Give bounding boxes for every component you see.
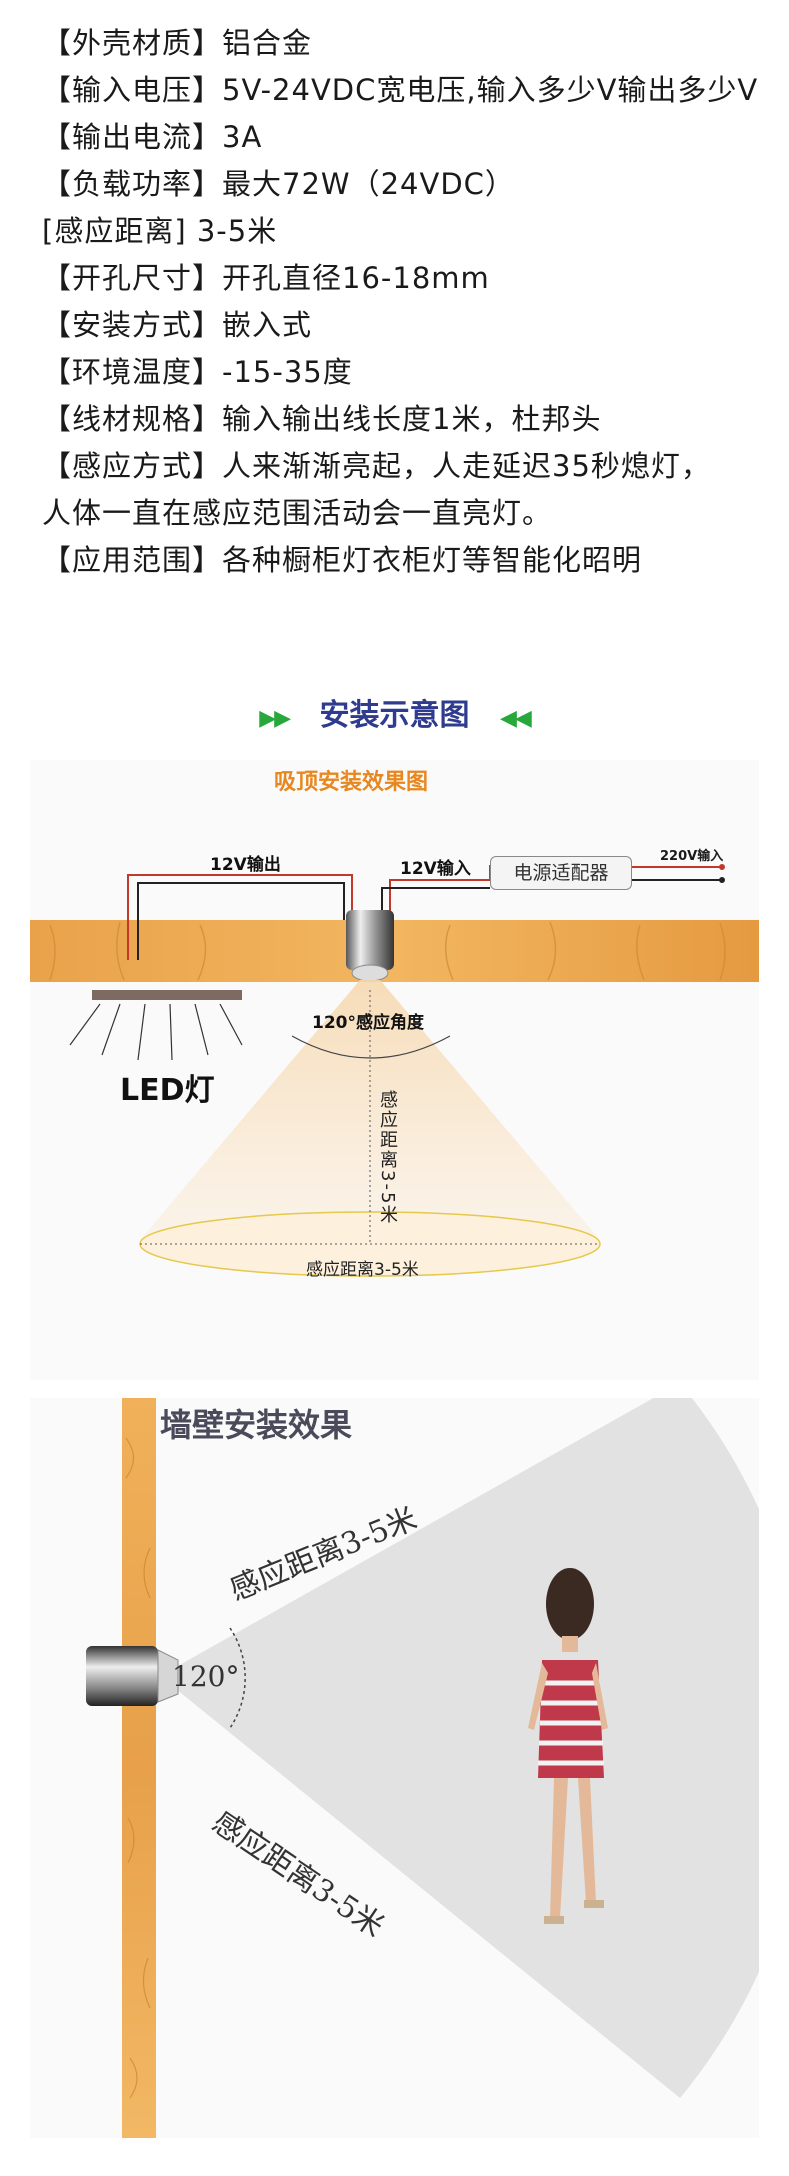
led-strip (92, 990, 242, 1000)
spec-install: 【安装方式】嵌入式 (42, 308, 313, 342)
sensor-body (346, 910, 394, 970)
arrow-right-icon: ▶▶ (259, 706, 291, 731)
arrow-left-icon: ◀◀ (499, 706, 532, 731)
ceiling-diagram: 吸顶安装效果图 12V输出 12V输入 电源适配器 220V输入 120°感应角… (30, 760, 759, 1380)
section-title: ▶▶ 安装示意图 ◀◀ (0, 690, 789, 734)
spec-material: 【外壳材质】铝合金 (42, 26, 313, 60)
wall-angle: 120° (172, 1660, 240, 1693)
angle-label: 120°感应角度 (312, 1013, 424, 1033)
distance-vertical: 感应距离3-5米 (377, 1090, 398, 1226)
wood-wall (122, 1398, 156, 2138)
spec-output-current: 【输出电流】3A (42, 120, 263, 154)
spec-input-voltage: 【输入电压】5V-24VDC宽电压,输入多少V输出多少V (42, 73, 759, 107)
spec-temperature: 【环境温度】-15-35度 (42, 355, 353, 389)
spec-hole-size: 【开孔尺寸】开孔直径16-18mm (42, 261, 490, 295)
distance-floor: 感应距离3-5米 (306, 1260, 419, 1280)
spec-sensing-mode: 【感应方式】人来渐渐亮起，人走延迟35秒熄灯， (42, 449, 711, 483)
led-label: LED灯 (120, 1073, 215, 1108)
wall-diagram: 墙壁安装效果 120° 感应距离3-5米 感应距离3-5米 (30, 1398, 759, 2138)
ceiling-title: 吸顶安装效果图 (274, 770, 429, 795)
sensing-sector (160, 1398, 759, 2098)
input-label: 12V输入 (400, 859, 471, 879)
wall-graphic (86, 1398, 759, 2138)
ceiling-graphic (30, 864, 759, 1277)
spec-list: 【外壳材质】铝合金 【输入电压】5V-24VDC宽电压,输入多少V输出多少V 【… (42, 20, 772, 584)
wall-sensor (86, 1646, 158, 1706)
spec-power: 【负载功率】最大72W（24VDC） (42, 167, 515, 201)
person-figure (528, 1568, 608, 1924)
spec-distance: [感应距离] 3-5米 (42, 214, 278, 248)
wood-ceiling (30, 920, 759, 982)
output-label: 12V输出 (210, 855, 281, 875)
ac-input-label: 220V输入 (660, 849, 724, 864)
spec-application: 【应用范围】各种橱柜灯衣柜灯等智能化昭明 (42, 543, 643, 577)
spec-sensing-mode-cont: 人体一直在感应范围活动会一直亮灯。 (42, 496, 553, 530)
power-adapter: 电源适配器 (490, 856, 632, 890)
section-title-text: 安装示意图 (319, 698, 470, 733)
spec-cable: 【线材规格】输入输出线长度1米，杜邦头 (42, 402, 602, 436)
wall-title: 墙壁安装效果 (160, 1406, 353, 1444)
